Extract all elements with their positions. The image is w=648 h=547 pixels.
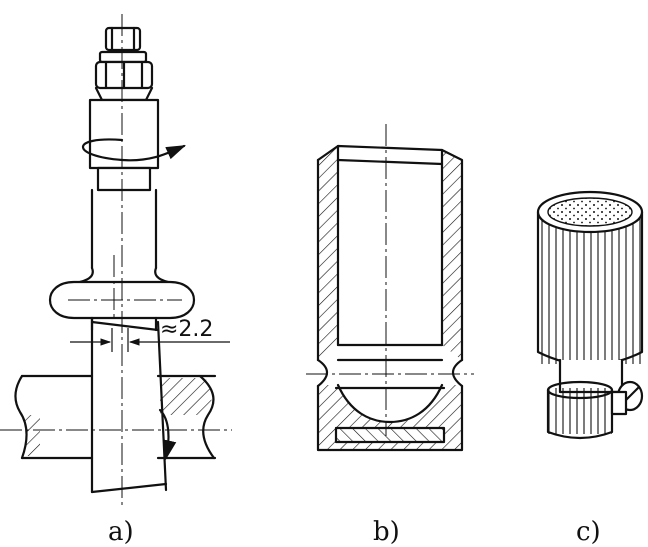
figure-a-drawing: ≈2.2 xyxy=(0,14,232,505)
rotation-arrow xyxy=(81,138,187,162)
figure-b-drawing xyxy=(306,124,474,452)
figure-b-label: b) xyxy=(373,517,400,547)
figure-c-label: c) xyxy=(576,517,601,547)
figure-a-label: a) xyxy=(108,517,134,547)
figure-c-drawing xyxy=(536,190,644,440)
workpiece-shaft xyxy=(14,374,217,460)
offset-dimension: ≈2.2 xyxy=(70,317,230,352)
roller-tool-body xyxy=(0,14,232,505)
dimension-value: ≈2.2 xyxy=(160,317,213,342)
feed-arrow xyxy=(158,408,177,461)
